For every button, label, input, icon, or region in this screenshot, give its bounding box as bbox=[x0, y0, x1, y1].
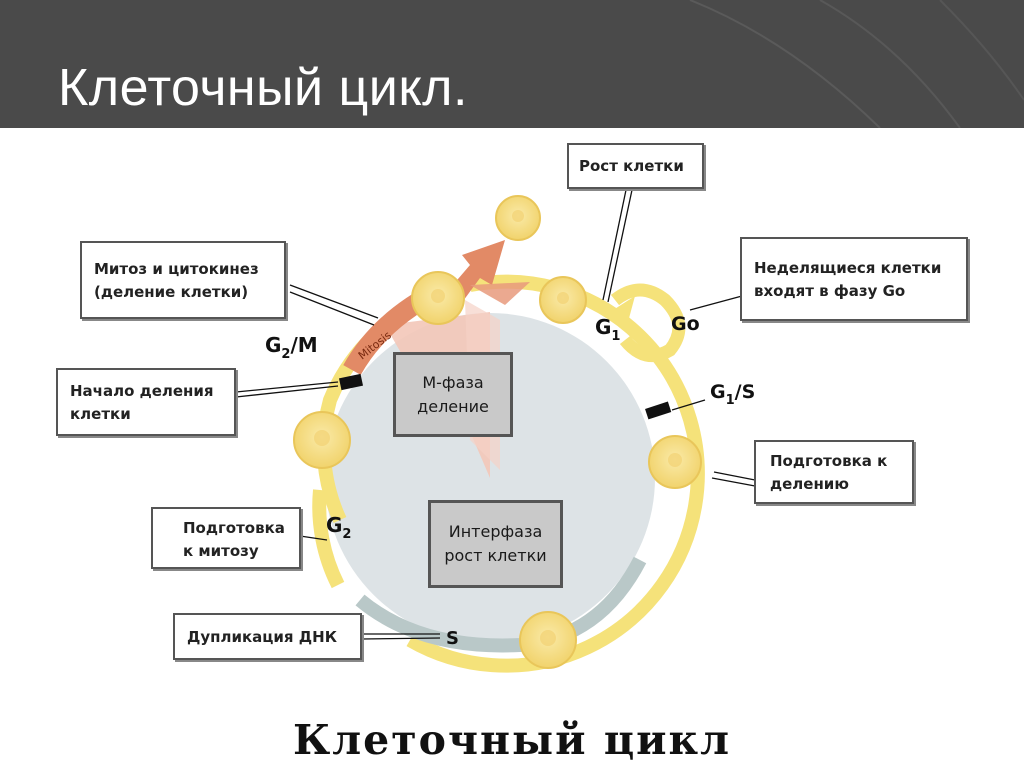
label-line: Дупликация ДНК bbox=[187, 628, 337, 646]
label-dna-duplication: Дупликация ДНК bbox=[173, 613, 362, 660]
m-phase-box: М-фаза деление bbox=[393, 352, 513, 437]
label-non-dividing: Неделящиеся клетки входят в фазу Go bbox=[740, 237, 968, 321]
go-loop-arrow bbox=[610, 296, 635, 322]
label-line: клетки bbox=[70, 405, 131, 423]
cell bbox=[411, 271, 465, 325]
m-phase-line: М-фаза bbox=[422, 372, 484, 392]
slide-header: Клеточный цикл. bbox=[0, 0, 1024, 128]
cell bbox=[648, 435, 702, 489]
slide-title: Клеточный цикл. bbox=[58, 59, 468, 117]
label-mitosis-cytokinesis: Митоз и цитокинез (деление клетки) bbox=[80, 241, 286, 319]
cell bbox=[495, 195, 541, 241]
mitosis-arrow-tail bbox=[470, 282, 530, 305]
label-line: (деление клетки) bbox=[94, 283, 249, 301]
cell bbox=[539, 276, 587, 324]
go-loop bbox=[610, 283, 686, 363]
label-line: к митозу bbox=[183, 542, 259, 560]
cell bbox=[293, 411, 351, 469]
s-label: S bbox=[446, 628, 459, 649]
g2-label: G2 bbox=[326, 513, 351, 542]
label-line: Митоз и цитокинез bbox=[94, 260, 259, 278]
label-line: Неделящиеся клетки bbox=[754, 259, 942, 277]
cell bbox=[519, 611, 577, 669]
label-line: Начало деления bbox=[70, 382, 214, 400]
m-phase-line: деление bbox=[417, 396, 489, 416]
label-line: входят в фазу Go bbox=[754, 282, 906, 300]
label-division-start: Начало деления клетки bbox=[56, 368, 236, 436]
g2m-label: G2/M bbox=[265, 333, 318, 362]
label-line: Подготовка к bbox=[770, 452, 888, 470]
g1s-checkpoint-bar bbox=[645, 401, 672, 420]
interphase-line: рост клетки bbox=[444, 546, 547, 565]
interphase-box: Интерфаза рост клетки bbox=[428, 500, 563, 588]
g2m-checkpoint-bar bbox=[338, 373, 364, 391]
g1-label: G1 bbox=[595, 315, 620, 344]
header-decoration bbox=[689, 0, 1024, 128]
label-prep-division: Подготовка к делению bbox=[754, 440, 914, 504]
label-line: Подготовка bbox=[183, 519, 285, 537]
diagram-caption: Клеточный цикл bbox=[292, 716, 732, 764]
interphase-line: Интерфаза bbox=[448, 522, 543, 541]
leader-lines bbox=[235, 189, 756, 640]
label-line: Рост клетки bbox=[579, 157, 684, 175]
label-prep-mitosis: Подготовка к митозу bbox=[151, 507, 301, 569]
go-label: Go bbox=[671, 313, 700, 335]
label-line: делению bbox=[770, 475, 849, 493]
label-cell-growth: Рост клетки bbox=[567, 143, 704, 189]
g1s-label: G1/S bbox=[710, 381, 755, 408]
